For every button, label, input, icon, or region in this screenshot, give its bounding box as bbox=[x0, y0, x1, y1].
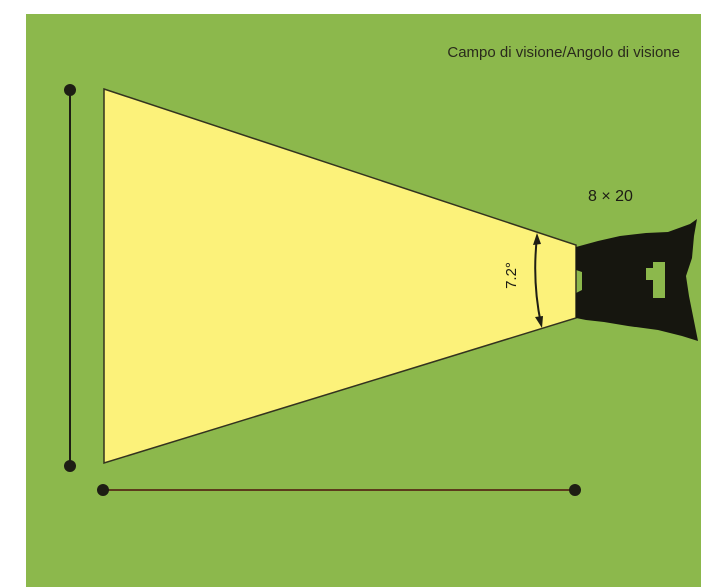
angle-arrow-top bbox=[533, 233, 541, 245]
distance-right-dot bbox=[569, 484, 581, 496]
angle-of-view-label: 7.2° bbox=[502, 262, 520, 289]
angle-arrow-bottom bbox=[535, 316, 543, 328]
binocular-model-label: 8 × 20 bbox=[588, 188, 633, 205]
binoculars-silhouette-icon bbox=[576, 219, 698, 341]
angle-arc bbox=[534, 236, 542, 325]
diagram-title: Campo di visione/Angolo di visione bbox=[447, 44, 680, 61]
distance-left-dot bbox=[97, 484, 109, 496]
field-width-top-dot bbox=[64, 84, 76, 96]
field-width-bottom-dot bbox=[64, 460, 76, 472]
